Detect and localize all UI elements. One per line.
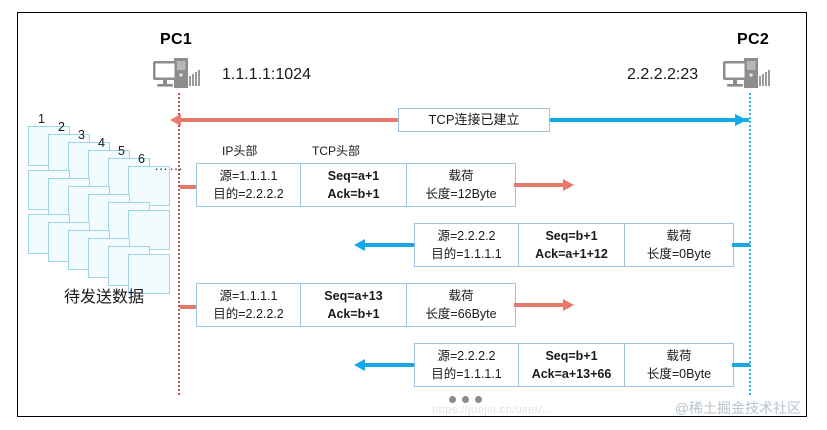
packet-3-ip-header: 源=1.1.1.1 目的=2.2.2.2 (197, 284, 301, 326)
packet-4-dst: 目的=1.1.1.1 (431, 367, 502, 381)
packet-4-ip-header: 源=2.2.2.2 目的=1.1.1.1 (415, 344, 519, 386)
packet-4-seq: Seq=b+1 (545, 349, 598, 363)
packet-1-tcp-header: Seq=a+1 Ack=b+1 (301, 164, 407, 206)
packet-2-stub-right (732, 243, 750, 247)
packet-3-seq: Seq=a+13 (324, 289, 383, 303)
data-card (128, 254, 170, 294)
tcp-header-caption: TCP头部 (312, 144, 361, 158)
diagram-frame (17, 12, 807, 417)
banner-arrow-to-pc1 (170, 114, 398, 126)
pc1-title: PC1 (160, 31, 193, 48)
packet-4-payload: 载荷 长度=0Byte (625, 344, 733, 386)
packet-2-dst: 目的=1.1.1.1 (431, 247, 502, 261)
packet-2-payload: 载荷 长度=0Byte (625, 224, 733, 266)
packet-4-arrow (354, 359, 414, 371)
packet-1: 源=1.1.1.1 目的=2.2.2.2 Seq=a+1 Ack=b+1 载荷 … (196, 163, 516, 207)
banner-arrowhead-pc2 (735, 114, 747, 126)
packet-3-arrow (514, 299, 574, 311)
packet-3-src: 源=1.1.1.1 (219, 289, 278, 303)
packet-2-tcp-header: Seq=b+1 Ack=a+1+12 (519, 224, 625, 266)
packet-2-ack: Ack=a+1+12 (535, 247, 608, 261)
packet-3-payload: 载荷 长度=66Byte (407, 284, 515, 326)
watermark: @稀土掘金技术社区 (674, 400, 801, 416)
packet-1-payload: 载荷 长度=12Byte (407, 164, 515, 206)
packet-3: 源=1.1.1.1 目的=2.2.2.2 Seq=a+13 Ack=b+1 载荷… (196, 283, 516, 327)
packet-4-payload-label: 载荷 (666, 349, 692, 363)
packet-1-dst: 目的=2.2.2.2 (213, 187, 284, 201)
packet-3-payload-label: 载荷 (448, 289, 474, 303)
packet-2: 源=2.2.2.2 目的=1.1.1.1 Seq=b+1 Ack=a+1+12 … (414, 223, 734, 267)
packet-1-ip-header: 源=1.1.1.1 目的=2.2.2.2 (197, 164, 301, 206)
banner-line-to-pc2 (550, 118, 749, 122)
data-card-number: 6 (138, 152, 145, 166)
data-card-number: 2 (58, 120, 65, 134)
packet-3-payload-len: 长度=66Byte (425, 307, 497, 321)
tcp-established-banner: TCP连接已建立 (398, 108, 550, 132)
packet-1-ack: Ack=b+1 (327, 187, 380, 201)
packet-1-arrow (514, 179, 574, 191)
packet-2-payload-len: 长度=0Byte (646, 247, 712, 261)
continuation-dots (449, 396, 482, 403)
packet-3-dst: 目的=2.2.2.2 (213, 307, 284, 321)
pc2-title: PC2 (737, 31, 770, 48)
data-card-number: 1 (38, 112, 45, 126)
pending-data-stack: 1 2 3 4 5 6 …… (24, 112, 184, 294)
packet-1-payload-label: 载荷 (448, 169, 474, 183)
packet-4-tcp-header: Seq=b+1 Ack=a+13+66 (519, 344, 625, 386)
watermark-url: https://juejin.cn/user/... (432, 404, 553, 416)
packet-3-stub-left (180, 305, 196, 309)
stack-ellipsis: …… (154, 157, 184, 173)
packet-1-stub-left (180, 185, 196, 189)
packet-1-seq: Seq=a+1 (327, 169, 380, 183)
pc1-address: 1.1.1.1:1024 (222, 66, 311, 83)
packet-3-tcp-header: Seq=a+13 Ack=b+1 (301, 284, 407, 326)
packet-2-ip-header: 源=2.2.2.2 目的=1.1.1.1 (415, 224, 519, 266)
packet-4-stub-right (732, 363, 750, 367)
pc1-computer-icon (152, 54, 204, 96)
data-card-number: 3 (78, 128, 85, 142)
ip-header-caption: IP头部 (222, 144, 258, 158)
packet-4-payload-len: 长度=0Byte (646, 367, 712, 381)
pc2-address: 2.2.2.2:23 (627, 66, 699, 83)
pc2-computer-icon (722, 54, 774, 96)
packet-1-payload-len: 长度=12Byte (425, 187, 497, 201)
pc2-lifeline (749, 93, 751, 395)
packet-4-ack: Ack=a+13+66 (531, 367, 612, 381)
packet-2-src: 源=2.2.2.2 (437, 229, 496, 243)
pending-data-label: 待发送数据 (63, 289, 144, 306)
packet-3-ack: Ack=b+1 (327, 307, 380, 321)
data-card-number: 5 (118, 144, 125, 158)
data-card-number: 4 (98, 136, 105, 150)
packet-4-src: 源=2.2.2.2 (437, 349, 496, 363)
packet-1-src: 源=1.1.1.1 (219, 169, 278, 183)
data-card (128, 210, 170, 250)
packet-2-payload-label: 载荷 (666, 229, 692, 243)
pc1-lifeline (178, 93, 180, 395)
packet-2-arrow (354, 239, 414, 251)
packet-4: 源=2.2.2.2 目的=1.1.1.1 Seq=b+1 Ack=a+13+66… (414, 343, 734, 387)
packet-2-seq: Seq=b+1 (545, 229, 598, 243)
